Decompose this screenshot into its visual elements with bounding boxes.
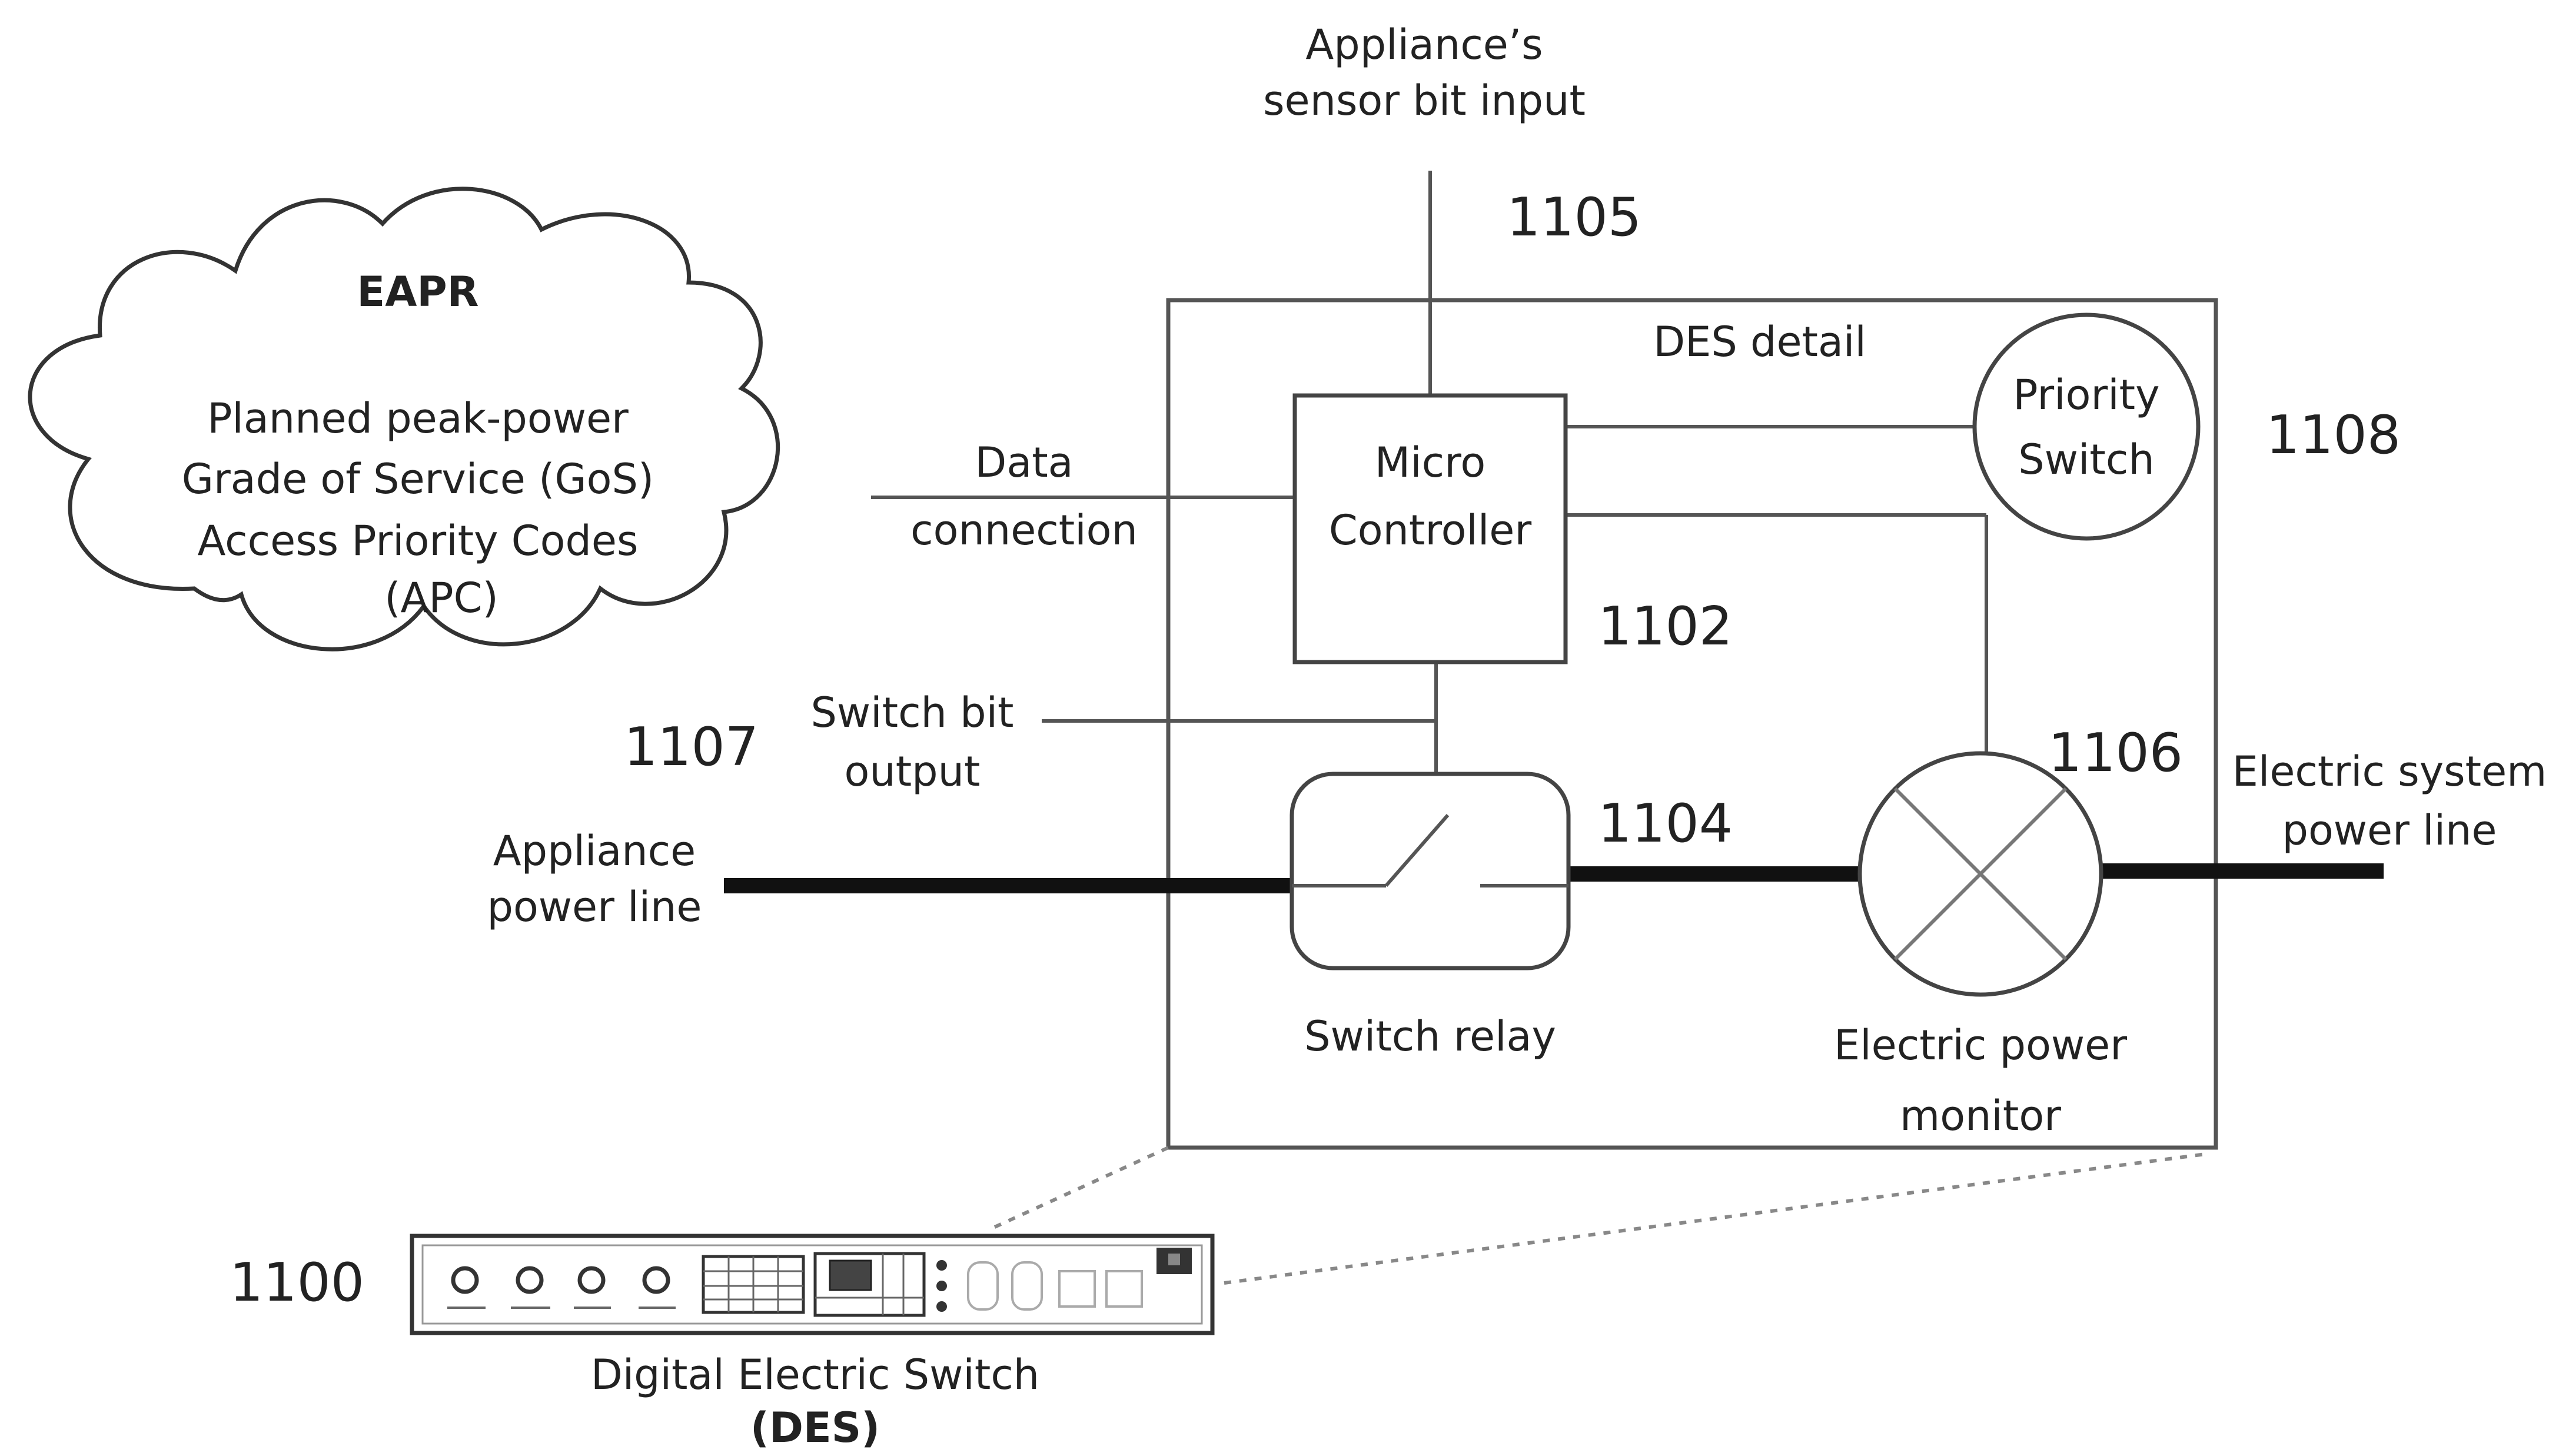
device-port-2-icon xyxy=(516,1266,544,1294)
data-connection-line-1: Data xyxy=(975,438,1073,487)
ref-1102: 1102 xyxy=(1598,596,1733,657)
switch-relay: Switch relay xyxy=(1290,772,1571,1061)
monitor-cross-b xyxy=(1893,787,2068,961)
device-label-line-2: (DES) xyxy=(750,1404,880,1452)
device-port-4-icon xyxy=(642,1266,670,1294)
eapr-cloud: EAPR Planned peak-power Grade of Service… xyxy=(28,187,780,651)
appliance-power-line-text-1: Appliance xyxy=(493,827,696,875)
device-switch-2-icon xyxy=(1011,1261,1043,1311)
device-switch-4-icon xyxy=(1105,1270,1143,1308)
electric-system-power-line-label: Electric system power line xyxy=(2232,747,2547,855)
relay-contact-blade xyxy=(1384,814,1450,887)
ref-1107: 1107 xyxy=(624,716,759,778)
sensor-label-line-2: sensor bit input xyxy=(1263,77,1586,125)
des-detail-title: DES detail xyxy=(1653,318,1866,366)
digital-electric-switch-device: Digital Electric Switch (DES) xyxy=(410,1234,1215,1452)
ref-1105: 1105 xyxy=(1507,187,1641,248)
device-corner-block-inner xyxy=(1168,1254,1180,1265)
electric-power-monitor: Electric power monitor xyxy=(1834,751,2127,1140)
device-led-2-icon xyxy=(936,1281,947,1291)
des-detail-box xyxy=(1166,298,2218,1150)
priority-switch-circle xyxy=(1972,313,2201,541)
ref-1100: 1100 xyxy=(230,1252,364,1314)
micro-controller-box xyxy=(1292,393,1568,664)
data-connection-line-2: connection xyxy=(910,506,1138,554)
micro-controller-line-1: Micro xyxy=(1375,438,1485,487)
data-connection-label: Data connection xyxy=(910,438,1138,554)
cloud-title: EAPR xyxy=(357,268,478,316)
device-switch-1-icon xyxy=(967,1261,999,1311)
priority-switch-line-2: Switch xyxy=(2018,436,2154,484)
cloud-shape xyxy=(28,187,780,651)
appliance-power-line-label: Appliance power line xyxy=(487,827,702,931)
zoom-lines xyxy=(993,1146,2211,1285)
device-led-3-icon xyxy=(936,1301,947,1312)
switch-bit-output-line-2: output xyxy=(845,747,981,796)
appliance-power-line-text-2: power line xyxy=(487,883,702,931)
priority-switch-line-1: Priority xyxy=(2013,371,2159,419)
cloud-line-1: Planned peak-power xyxy=(207,394,629,443)
cloud-line-4: (APC) xyxy=(384,574,498,622)
device-display-icon xyxy=(829,1259,872,1291)
micro-controller: Micro Controller xyxy=(1292,393,1568,664)
power-monitor-line-1: Electric power xyxy=(1834,1021,2127,1069)
cloud-line-2: Grade of Service (GoS) xyxy=(182,455,654,503)
ref-1106: 1106 xyxy=(2048,722,2183,784)
sensor-label-line-1: Appliance’s xyxy=(1305,21,1543,69)
switch-relay-label: Switch relay xyxy=(1304,1012,1556,1061)
cloud-line-3: Access Priority Codes xyxy=(198,517,639,565)
device-switch-3-icon xyxy=(1058,1270,1096,1308)
device-chassis xyxy=(410,1234,1215,1335)
switch-bit-output-label: Switch bit output xyxy=(810,689,1013,796)
device-port-1-icon xyxy=(451,1266,479,1294)
power-lines xyxy=(724,863,2384,893)
switch-relay-box xyxy=(1290,772,1571,970)
device-port-3-icon xyxy=(577,1266,606,1294)
device-label-line-1: Digital Electric Switch xyxy=(591,1351,1039,1399)
power-monitor-line-2: monitor xyxy=(1900,1092,2061,1140)
zoom-line-right xyxy=(1224,1152,2211,1285)
zoom-line-left xyxy=(993,1146,1169,1229)
sensor-bit-input-label: Appliance’s sensor bit input xyxy=(1263,21,1586,125)
priority-switch: Priority Switch xyxy=(1972,313,2201,541)
ref-1104: 1104 xyxy=(1598,793,1733,855)
electric-system-text-1: Electric system xyxy=(2232,747,2547,796)
device-led-1-icon xyxy=(936,1260,947,1271)
reference-numbers: 1105 1108 1102 1107 1106 1104 1100 xyxy=(230,187,2401,1314)
micro-controller-line-2: Controller xyxy=(1329,506,1532,554)
ref-1108: 1108 xyxy=(2266,404,2401,466)
electric-system-text-2: power line xyxy=(2282,806,2497,855)
device-chassis-inner xyxy=(421,1244,1203,1325)
switch-bit-output-line-1: Switch bit xyxy=(810,689,1013,737)
signal-lines xyxy=(871,171,1988,774)
